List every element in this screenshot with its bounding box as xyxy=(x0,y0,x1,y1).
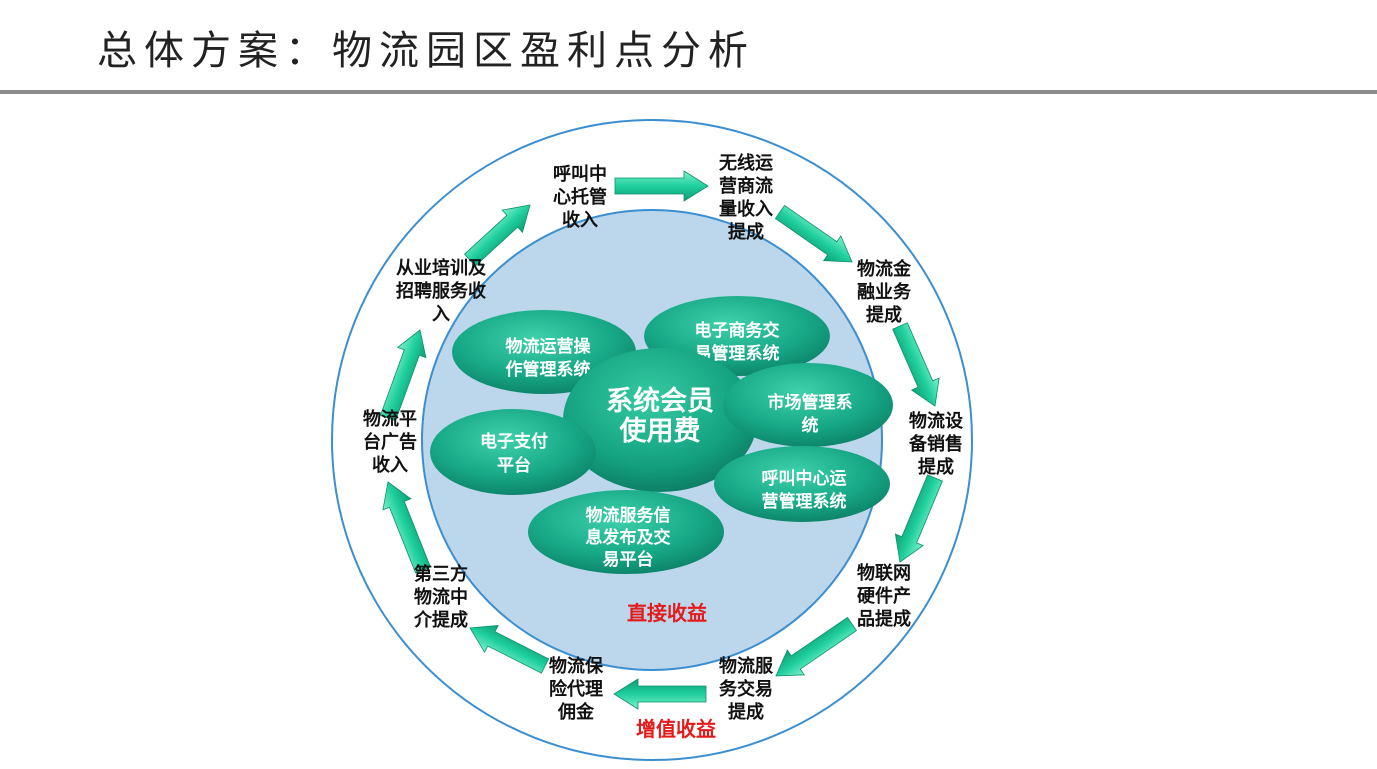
cycle-arrow xyxy=(613,678,707,710)
revenue-cycle-arrows xyxy=(379,170,943,710)
svg-text:市场管理系统: 市场管理系统 xyxy=(768,392,853,436)
revenue-point-insurance-agency: 物流保险代理佣金 xyxy=(549,655,604,723)
revenue-point-training-recruiting: 从业培训及招聘服务收入 xyxy=(396,257,487,325)
cycle-arrow xyxy=(894,474,943,563)
system-node-epay: 电子支付平台 xyxy=(430,409,596,495)
svg-text:电子支付平台: 电子支付平台 xyxy=(480,431,548,476)
revenue-point-service-trading: 物流服务交易提成 xyxy=(719,655,774,723)
svg-text:呼叫中心运营管理系统: 呼叫中心运营管理系统 xyxy=(762,468,847,512)
page-title: 总体方案：物流园区盈利点分析 xyxy=(97,28,755,74)
system-node-core: 系统会员使用费 xyxy=(563,348,757,492)
cycle-arrow xyxy=(469,625,550,674)
cycle-arrow xyxy=(614,170,709,202)
system-node-callcenter: 呼叫中心运营管理系统 xyxy=(714,446,890,522)
cycle-arrow xyxy=(775,616,858,677)
svg-text:物流运营操作管理系统: 物流运营操作管理系统 xyxy=(506,336,591,380)
system-node-info-platform: 物流服务信息发布及交易平台 xyxy=(528,490,724,574)
revenue-point-platform-ads: 物流平台广告收入 xyxy=(363,408,417,476)
revenue-point-equipment-sales: 物流设备销售提成 xyxy=(908,410,963,478)
cycle-arrow xyxy=(382,481,431,574)
revenue-point-3pl-brokerage: 第三方物流中介提成 xyxy=(413,563,468,631)
cycle-arrow xyxy=(774,204,853,263)
revenue-point-logistics-finance: 物流金融业务提成 xyxy=(857,258,912,326)
cycle-arrow xyxy=(464,204,531,267)
system-node-market: 市场管理系统 xyxy=(723,363,893,447)
svg-text:电子商务交易管理系统: 电子商务交易管理系统 xyxy=(695,320,780,364)
direct-income-label: 直接收益 xyxy=(627,601,707,625)
value-added-income-label: 增值收益 xyxy=(636,717,716,741)
svg-text:系统会员使用费: 系统会员使用费 xyxy=(606,385,714,447)
revenue-point-callcenter-hosting: 呼叫中心托管收入 xyxy=(553,163,607,231)
cycle-arrow xyxy=(379,329,427,422)
revenue-point-iot-hardware: 物联网硬件产品提成 xyxy=(857,562,911,630)
title-divider xyxy=(0,90,1377,94)
cycle-arrow xyxy=(892,322,940,407)
revenue-point-wireless-traffic: 无线运营商流量收入提成 xyxy=(719,152,773,243)
svg-text:物流服务信息发布及交易平台: 物流服务信息发布及交易平台 xyxy=(586,505,671,570)
